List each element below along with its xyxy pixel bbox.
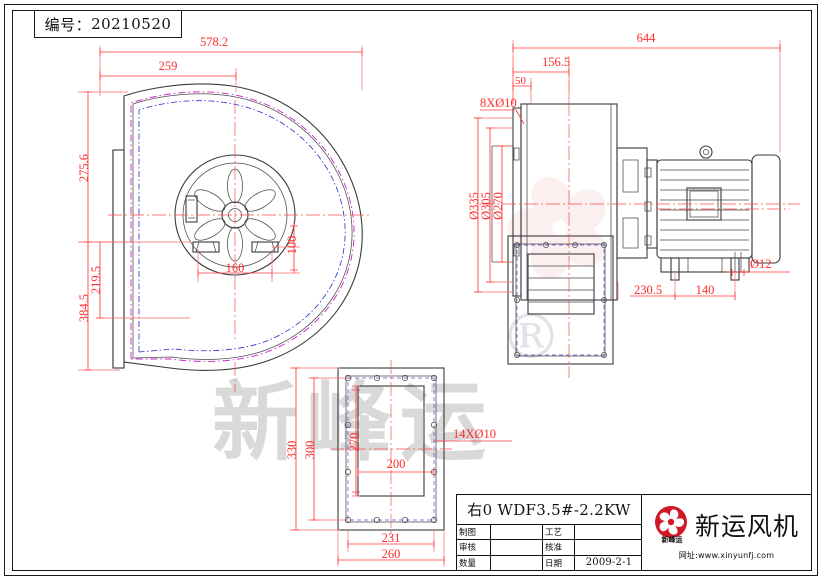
company-website: 网址:www.xinyunfj.com (678, 550, 775, 560)
sheet-border-inner (12, 10, 812, 571)
dim-outlet-inner-h: 270 (347, 433, 361, 452)
side-view-assembly (480, 58, 800, 378)
dim-height-upper: 275.6 (77, 154, 91, 182)
dim-flange-bolt-note: 8XØ10 (480, 96, 517, 110)
front-view-blower (108, 83, 370, 392)
dim-motor-base-a: 230.5 (634, 283, 662, 297)
dim-height-mid: 219.5 (89, 266, 103, 294)
dim-inlet-offset: 259 (159, 59, 178, 73)
company-logo-icon: 新峰运 (654, 505, 688, 545)
drawing-number-value: 20210520 (91, 15, 172, 33)
dim-flange-offset: 50 (515, 75, 527, 87)
process-value (575, 525, 641, 539)
dim-outlet-bolt-w: 231 (382, 531, 401, 545)
reviewed-by-label: 审核 (457, 540, 491, 555)
drawing-number-box: 编号：20210520 (34, 10, 182, 38)
dim-mount-height: 100 (285, 236, 299, 255)
dim-shaft-dia: Ø12 (750, 257, 772, 271)
dim-motor-base-b: 140 (696, 283, 715, 297)
date-label: 日期 (543, 555, 575, 570)
approved-label: 核准 (543, 540, 575, 555)
drafted-by-value (491, 525, 543, 540)
sheet-border-outer (4, 4, 818, 576)
reviewed-by-value (491, 540, 543, 555)
front-view-dimensions: 578.2 259 275.6 219.5 384.5 160 100 (77, 35, 363, 371)
title-block-row: 数量 日期 2009-2-1 (457, 555, 641, 570)
dim-overall-length: 644 (637, 31, 657, 45)
process-label: 工艺 (543, 525, 575, 540)
dim-flange-outer-dia: Ø335 (467, 192, 481, 220)
title-block-row: 制图 工艺 (457, 525, 641, 541)
title-block-row: 审核 核准 (457, 540, 641, 556)
company-name: 新运风机 (694, 511, 799, 541)
bottom-view-dimensions: 330 300 270 200 231 260 14XØ10 (285, 367, 512, 566)
dim-height-total: 384.5 (77, 294, 91, 322)
dim-outlet-outer-h: 330 (285, 441, 299, 460)
dim-mount-span: 160 (226, 261, 245, 275)
side-view-dimensions: 644 156.5 50 8XØ10 Ø335 Ø305 Ø270 230.5 (467, 31, 790, 300)
drawing-number-label: 编号： (44, 15, 92, 34)
approved-value (575, 540, 641, 554)
model-designation: 右0 WDF3.5#-2.2KW (457, 495, 641, 525)
logo-row: 新峰运 新运风机 (654, 505, 799, 545)
dim-inlet-dia: Ø270 (491, 192, 505, 220)
title-block: 右0 WDF3.5#-2.2KW 制图 工艺 审核 核准 数量 日期 2009-… (456, 494, 812, 571)
title-block-fields: 右0 WDF3.5#-2.2KW 制图 工艺 审核 核准 数量 日期 2009-… (457, 495, 642, 570)
date-value: 2009-2-1 (585, 557, 633, 569)
dim-bolt-circle-dia: Ø305 (479, 192, 493, 220)
company-branding: 新峰运 新运风机 网址:www.xinyunfj.com (642, 495, 811, 570)
bottom-view-outlet (330, 360, 452, 538)
dim-outlet-outer-w: 260 (382, 547, 401, 561)
dim-outlet-bolt-h: 300 (303, 441, 317, 460)
quantity-value (491, 555, 543, 570)
logo-subtext: 新峰运 (661, 535, 683, 544)
drafted-by-label: 制图 (457, 525, 491, 540)
dim-overall-width: 578.2 (200, 35, 228, 49)
dim-outlet-inner-w: 200 (387, 457, 406, 471)
quantity-label: 数量 (457, 555, 491, 570)
dim-outlet-bolt-note: 14XØ10 (453, 427, 496, 441)
dim-housing-width: 156.5 (542, 55, 570, 69)
